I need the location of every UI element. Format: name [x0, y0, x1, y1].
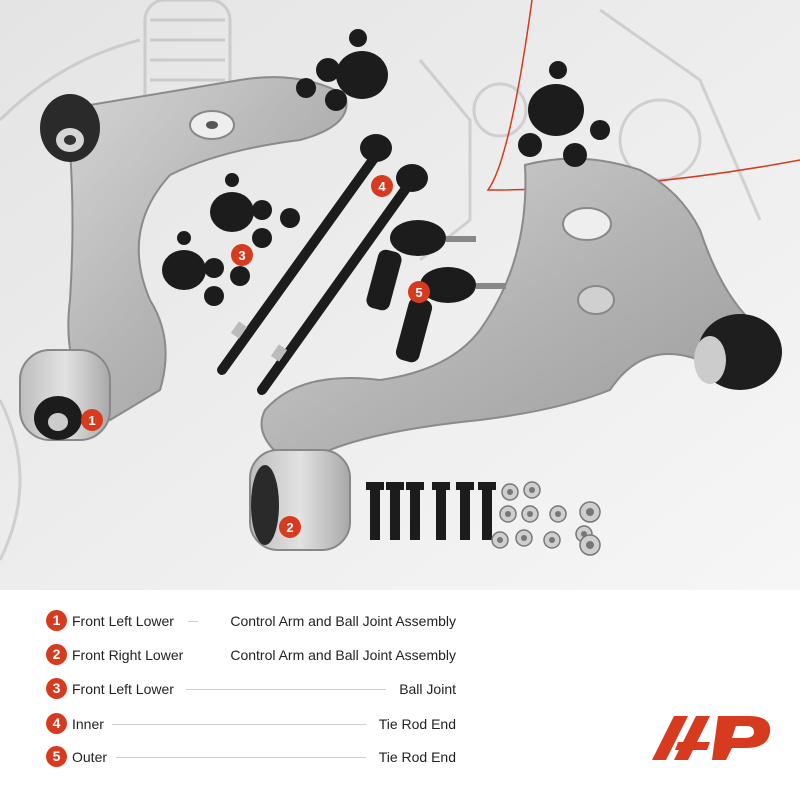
leader-line: [188, 621, 198, 622]
svg-text:3: 3: [238, 248, 245, 263]
legend-part: Control Arm and Ball Joint Assembly: [230, 647, 456, 663]
legend-badge: 2: [46, 644, 67, 665]
svg-text:2: 2: [286, 520, 293, 535]
ball-joint-set: [162, 173, 300, 306]
legend-row-1: 1 Front Left Lower Control Arm and Ball …: [46, 609, 456, 633]
legend-position: Front Right Lower: [72, 647, 184, 663]
leader-line: [116, 757, 366, 758]
photo-marker-1: 1: [81, 409, 103, 431]
leader-line: [186, 689, 386, 690]
right-control-arm: [249, 61, 782, 551]
legend-part: Tie Rod End: [378, 749, 456, 765]
legend-part: Tie Rod End: [378, 716, 456, 732]
photo-marker-3: 3: [231, 244, 253, 266]
legend-part: Control Arm and Ball Joint Assembly: [230, 613, 456, 629]
left-control-arm: [19, 29, 388, 441]
legend-row-2: 2 Front Right Lower Control Arm and Ball…: [46, 643, 456, 667]
brand-logo: [652, 716, 771, 760]
legend-badge: 4: [46, 713, 67, 734]
hardware-kit: [366, 481, 601, 556]
svg-text:4: 4: [378, 179, 386, 194]
inner-tie-rods: [217, 134, 428, 395]
leader-line: [112, 724, 366, 725]
photo-marker-5: 5: [408, 281, 430, 303]
legend-badge: 3: [46, 678, 67, 699]
legend-position: Inner: [72, 716, 104, 732]
legend-position: Front Left Lower: [72, 613, 174, 629]
legend-row-4: 4 Inner Tie Rod End: [46, 712, 456, 736]
legend-badge: 5: [46, 746, 67, 767]
photo-marker-2: 2: [279, 516, 301, 538]
legend-badge: 1: [46, 610, 67, 631]
legend-position: Outer: [72, 749, 108, 765]
svg-text:1: 1: [88, 413, 95, 428]
parts-legend: 1 Front Left Lower Control Arm and Ball …: [0, 600, 800, 800]
outer-tie-rods: [366, 220, 506, 363]
legend-part: Ball Joint: [399, 681, 456, 697]
legend-row-5: 5 Outer Tie Rod End: [46, 745, 456, 769]
legend-row-3: 3 Front Left Lower Ball Joint: [46, 677, 456, 701]
product-photo: 1 2 3 4 5: [0, 0, 800, 590]
svg-text:5: 5: [415, 285, 422, 300]
photo-marker-4: 4: [371, 175, 393, 197]
legend-position: Front Left Lower: [72, 681, 174, 697]
